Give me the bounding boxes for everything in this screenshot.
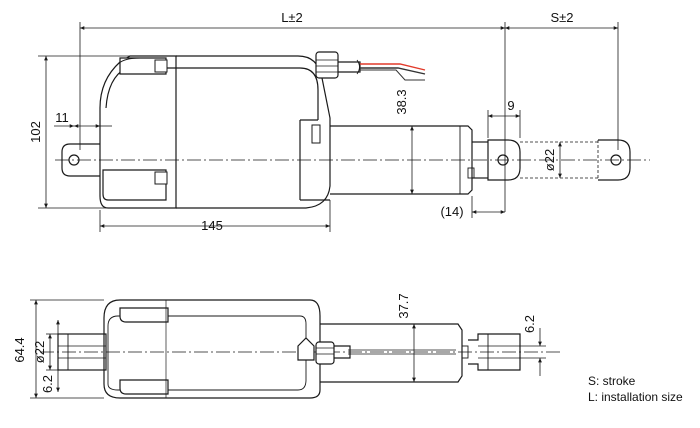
label-offset-11: 11 <box>55 110 69 125</box>
cable-gland <box>315 51 361 79</box>
label-rod-38-3: 38.3 <box>394 89 409 114</box>
label-dia-22-top: ø22 <box>542 149 557 171</box>
label-hole-6-2-left: 6.2 <box>40 375 55 393</box>
label-dia-22-bottom: ø22 <box>32 341 47 363</box>
label-height-top: 102 <box>28 121 43 143</box>
label-stroke: S±2 <box>550 10 573 25</box>
label-hole-6-2-right: 6.2 <box>522 315 537 333</box>
label-rod-37-7: 37.7 <box>396 293 411 318</box>
dim-height-bottom <box>30 299 104 399</box>
motor-housing <box>99 55 331 209</box>
dim-dia-22-top <box>520 141 600 179</box>
bottom-view <box>30 299 560 399</box>
label-rod-end-14: (14) <box>440 204 463 219</box>
dim-rod-end-14 <box>471 196 505 218</box>
wire-red <box>360 63 426 71</box>
legend-installation: L: installation size <box>588 390 683 404</box>
inner-rod-bottom <box>468 333 521 371</box>
dim-height-top <box>38 55 130 209</box>
label-height-bottom: 64.4 <box>12 337 27 362</box>
outer-tube <box>330 125 475 195</box>
dim-length-line <box>79 22 619 212</box>
inner-rod <box>472 139 521 181</box>
dim-body-145 <box>99 200 331 232</box>
wire-dark <box>360 67 426 75</box>
top-view <box>38 22 650 232</box>
dim-dia-22-bottom <box>46 333 58 371</box>
outer-tube-bottom <box>320 323 469 383</box>
rod-end-extended <box>597 139 631 181</box>
rear-clevis <box>61 143 100 177</box>
motor-housing-bottom <box>103 299 321 399</box>
dim-offset-11 <box>54 118 112 140</box>
cable-gland-bottom <box>297 337 351 365</box>
dim-width-9 <box>487 110 521 138</box>
label-width-9: 9 <box>507 98 514 113</box>
rear-clevis-bottom <box>57 333 107 371</box>
dim-hole-6-2-right <box>520 328 546 376</box>
wire-return <box>360 69 425 81</box>
label-body-145: 145 <box>201 218 223 233</box>
legend-stroke: S: stroke <box>588 374 636 388</box>
label-length: L±2 <box>281 10 303 25</box>
